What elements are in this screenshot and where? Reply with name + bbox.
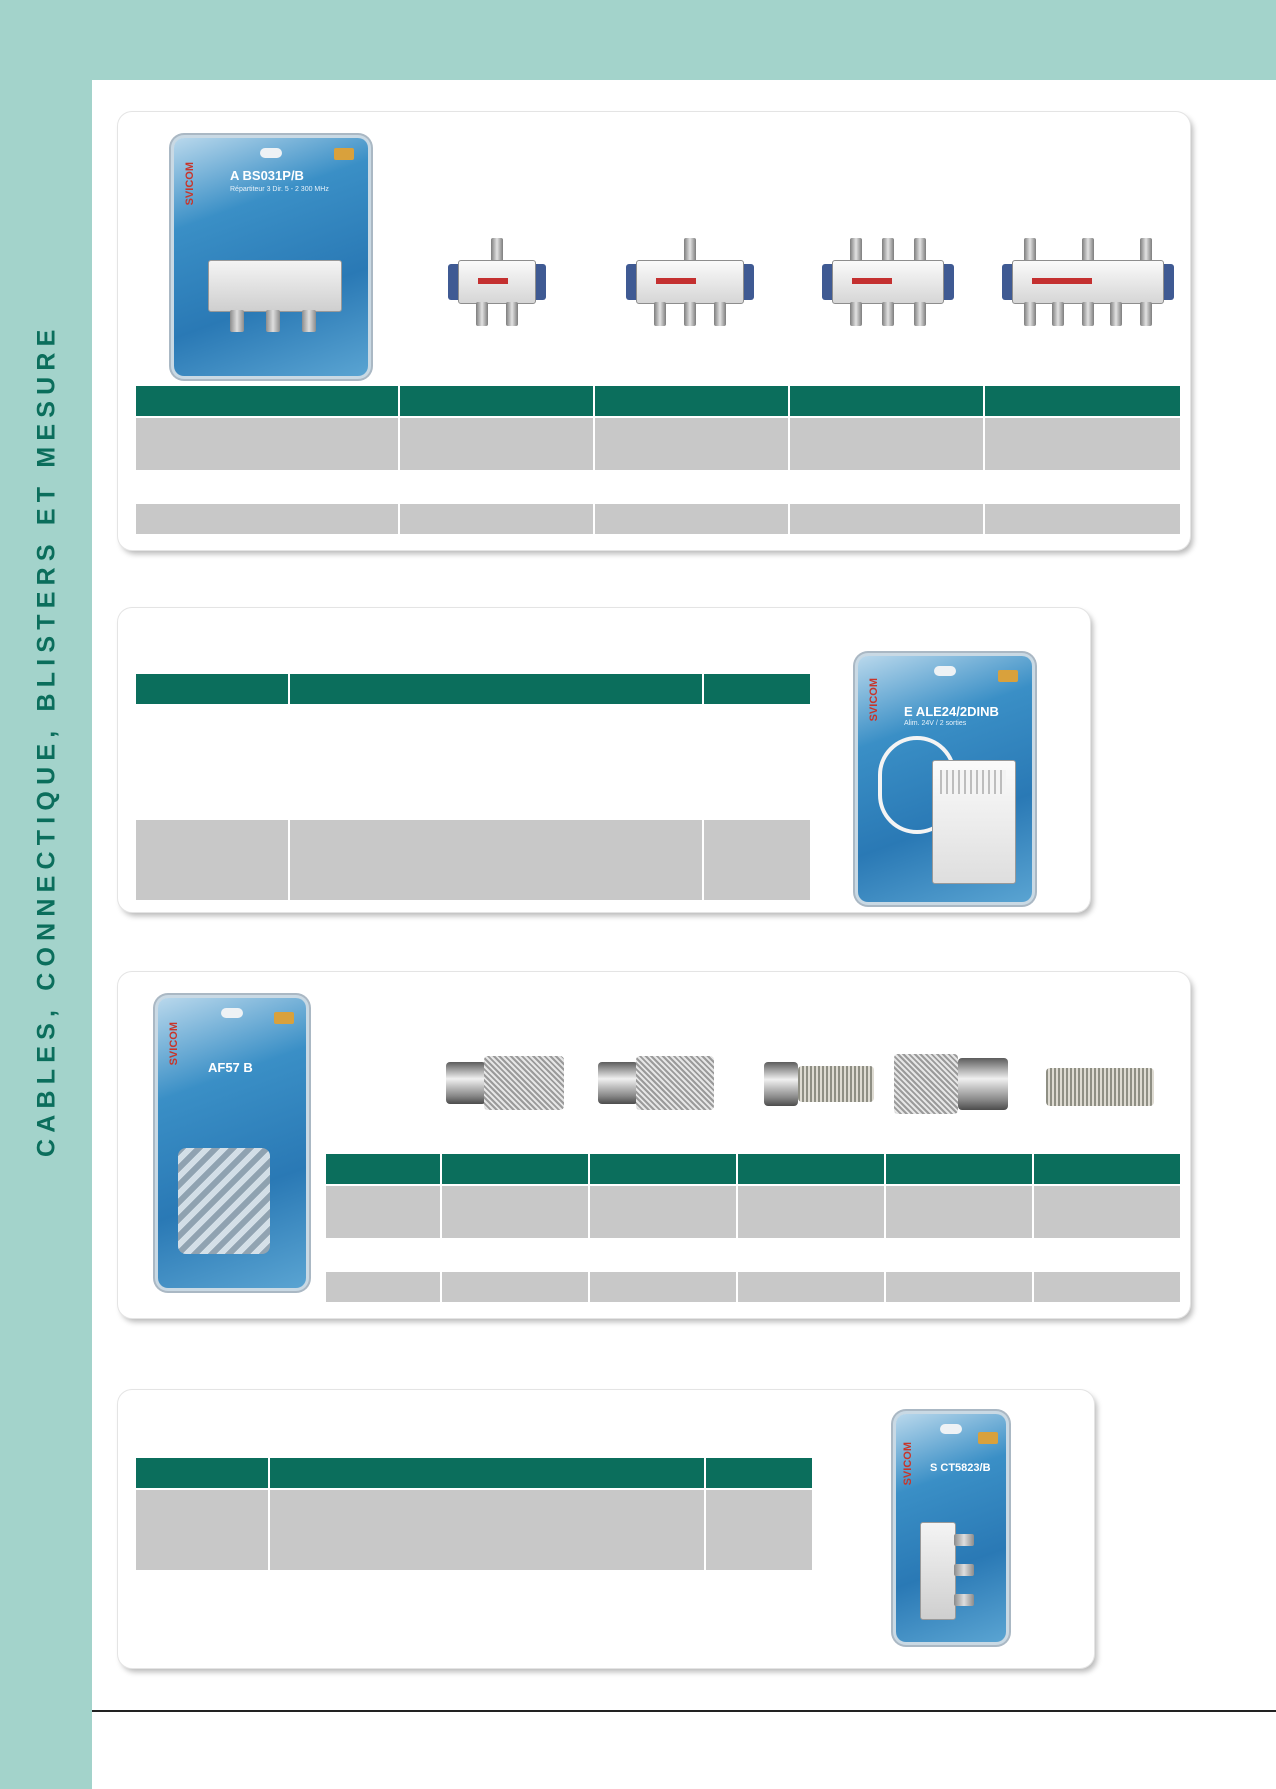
f-iec-adapter-image <box>894 1054 958 1114</box>
f-barrel-adapter-image <box>1046 1068 1154 1106</box>
splitter-3way-image <box>626 238 754 326</box>
top-header-bar <box>0 0 1276 80</box>
splitter-blister-image: SVICOM A BS031P/B Répartiteur 3 Dir. 5 -… <box>174 138 368 376</box>
tester-blister-image: SVICOM S CT5823/B <box>896 1414 1006 1642</box>
connectors-table-row <box>326 1186 1180 1238</box>
splitter-6way-image <box>1002 238 1174 326</box>
iec-male-connector-knurl <box>484 1056 564 1110</box>
splitter-2way-image <box>448 238 546 326</box>
splitter-4way-image <box>822 238 954 326</box>
iec-female-connector-image <box>598 1062 638 1104</box>
iec-female-connector-knurl <box>636 1056 714 1110</box>
splitters-table-row <box>136 418 1180 470</box>
power-supply-panel: SVICOM E ALE24/2DINB Alim. 24V / 2 sorti… <box>118 608 1090 912</box>
tester-table-row <box>136 1490 812 1570</box>
splitters-table-header <box>136 386 1180 416</box>
power-supply-table-row <box>136 820 810 900</box>
f-connector-nut-image <box>764 1062 798 1106</box>
tester-panel: SVICOM S CT5823/B <box>118 1390 1094 1668</box>
power-supply-table-header <box>136 674 810 704</box>
section-title: CABLES, CONNECTIQUE, BLISTERS ET MESURE <box>32 323 61 1157</box>
f-connector-thread-image <box>798 1066 874 1102</box>
connectors-blister-image: SVICOM AF57 B <box>158 998 306 1288</box>
f-iec-adapter-sleeve <box>958 1058 1008 1110</box>
footer-rule <box>92 1710 1276 1712</box>
connectors-table-header <box>326 1154 1180 1184</box>
power-supply-blister-image: SVICOM E ALE24/2DINB Alim. 24V / 2 sorti… <box>858 656 1032 902</box>
connectors-table-row <box>326 1272 1180 1302</box>
iec-male-connector-image <box>446 1062 486 1104</box>
sidebar-band: CABLES, CONNECTIQUE, BLISTERS ET MESURE <box>0 80 92 1789</box>
connectors-panel: SVICOM AF57 B <box>118 972 1190 1318</box>
splitters-table-row <box>136 504 1180 534</box>
splitters-panel: SVICOM A BS031P/B Répartiteur 3 Dir. 5 -… <box>118 112 1190 550</box>
tester-table-header <box>136 1458 812 1488</box>
